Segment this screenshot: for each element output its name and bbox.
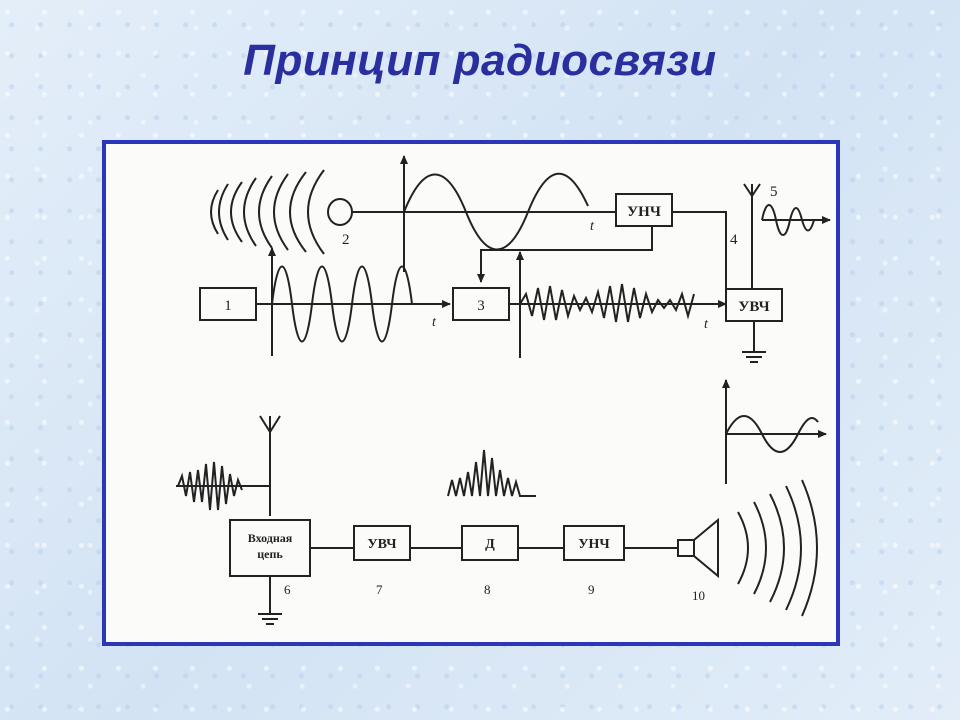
- carrier-wave: [271, 265, 413, 343]
- diagram-frame: 2 t УНЧ 5 4 1 t 3 t УВЧ: [102, 140, 840, 646]
- receiver-number-9: 9: [588, 582, 595, 597]
- unch-block-tx-label: УНЧ: [627, 204, 661, 220]
- sound-waves-icon: [210, 169, 325, 255]
- antenna-number: 5: [770, 184, 778, 200]
- microphone-number: 2: [342, 232, 350, 248]
- unch-to-modulator-line: [477, 226, 653, 283]
- unch-to-uvch-line: [672, 211, 727, 292]
- input-circuit-label-2: цепь: [257, 547, 283, 561]
- modulated-wave: [519, 283, 695, 323]
- unch-block-rx-label: УНЧ: [578, 537, 610, 552]
- antenna-icon: [743, 183, 761, 292]
- receiver-number-8: 8: [484, 582, 491, 597]
- uvch-block-rx: [353, 525, 411, 561]
- generator-block-label: 1: [224, 298, 232, 314]
- ground-icon-tx: [742, 321, 766, 363]
- output-wave: [761, 204, 815, 236]
- rx-output-wave: [725, 415, 819, 453]
- ground-icon-rx: [258, 576, 282, 625]
- detected-signal: [447, 449, 536, 497]
- modulator-block: [452, 287, 510, 321]
- time-label-modulated: t: [704, 317, 709, 332]
- unch-block-tx: [615, 193, 673, 227]
- receiver-number-6: 6: [284, 582, 291, 597]
- unch-block-rx: [563, 525, 625, 561]
- uvch-block-tx-label: УВЧ: [738, 299, 769, 315]
- receiver-number-7: 7: [376, 582, 383, 597]
- received-wave: [176, 461, 270, 511]
- receiver-number-10: 10: [692, 588, 705, 603]
- time-label-carrier: t: [432, 315, 437, 330]
- time-label: t: [590, 219, 595, 234]
- radio-communication-diagram: 2 t УНЧ 5 4 1 t 3 t УВЧ: [176, 155, 831, 625]
- modulator-block-label: 3: [477, 298, 485, 314]
- output-sound-waves-icon: [737, 479, 818, 617]
- loudspeaker-icon: [677, 517, 719, 579]
- slide-title: Принцип радиосвязи: [243, 36, 717, 85]
- input-circuit-block: [229, 519, 311, 577]
- node-number: 4: [730, 232, 738, 248]
- detector-block-label: Д: [485, 537, 495, 552]
- detector-block: [461, 525, 519, 561]
- uvch-block-rx-label: УВЧ: [367, 537, 397, 552]
- microphone-icon: [327, 198, 353, 226]
- input-circuit-label-1: Входная: [248, 531, 293, 545]
- receiver-antenna-icon: [259, 415, 281, 516]
- uvch-block-tx: [725, 288, 783, 322]
